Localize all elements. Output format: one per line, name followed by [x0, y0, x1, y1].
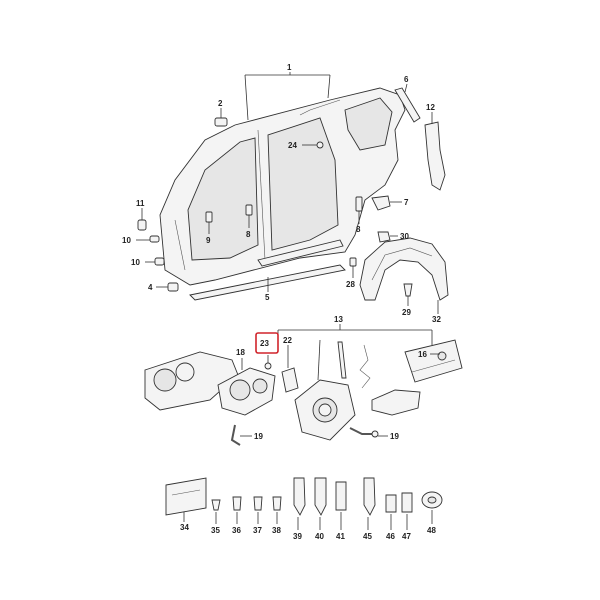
label-35: 35 [211, 526, 220, 535]
label-8b: 8 [356, 225, 361, 234]
label-34: 34 [180, 523, 189, 532]
part-8b-clip [355, 196, 363, 212]
part-30-clip [377, 231, 391, 243]
part-29-clip [403, 283, 413, 297]
part-12-bracket [424, 121, 446, 191]
label-36: 36 [232, 526, 241, 535]
part-28-screw [349, 257, 357, 267]
label-1: 1 [287, 63, 292, 72]
label-28: 28 [346, 280, 355, 289]
part-11-clip [137, 219, 147, 231]
part-22-latch [281, 367, 299, 393]
body-side-panel [159, 87, 406, 286]
label-16: 16 [418, 350, 427, 359]
part-8a-clip [245, 204, 253, 216]
part-36-clip [232, 496, 242, 511]
label-5: 5 [265, 293, 270, 302]
label-41: 41 [336, 532, 345, 541]
part-rod [337, 341, 347, 379]
label-6: 6 [404, 75, 409, 84]
label-29: 29 [402, 308, 411, 317]
leader-13 [277, 324, 433, 345]
part-9-clip [205, 211, 213, 223]
label-11: 11 [136, 199, 145, 208]
part-35-clip [211, 499, 221, 511]
part-37-clip [253, 496, 263, 511]
label-19b: 19 [390, 432, 399, 441]
label-8a: 8 [246, 230, 251, 239]
label-38: 38 [272, 526, 281, 535]
fuel-flap [294, 379, 356, 441]
label-4: 4 [148, 283, 153, 292]
label-9: 9 [206, 236, 211, 245]
part-2-clip [214, 117, 228, 127]
part-48-tape-roll [421, 491, 443, 509]
sill-strip [189, 264, 346, 301]
part-cap-housing [371, 389, 421, 416]
part-24-screw [316, 141, 324, 149]
label-18: 18 [236, 348, 245, 357]
label-47: 47 [402, 532, 411, 541]
part-23-bolt [264, 362, 272, 370]
label-39: 39 [293, 532, 302, 541]
part-16-plate [404, 339, 463, 383]
part-4-clip [167, 282, 179, 292]
label-12: 12 [426, 103, 435, 112]
leader-1 [244, 72, 331, 121]
part-6-strip [394, 87, 421, 123]
label-10b: 10 [131, 258, 140, 267]
fuel-flap-housing [144, 351, 239, 411]
part-10a-clip [149, 235, 160, 243]
label-48: 48 [427, 526, 436, 535]
part-40-connector [314, 477, 327, 516]
part-38-clip [272, 496, 282, 511]
label-32: 32 [432, 315, 441, 324]
part-47-cap [401, 492, 413, 513]
label-45: 45 [363, 532, 372, 541]
label-40: 40 [315, 532, 324, 541]
wheelhouse-liner [359, 237, 449, 301]
label-13: 13 [334, 315, 343, 324]
label-46: 46 [386, 532, 395, 541]
part-spring [359, 344, 371, 389]
label-10a: 10 [122, 236, 131, 245]
part-46-cap [385, 494, 397, 513]
part-18-seal [217, 367, 276, 416]
label-23: 23 [260, 339, 269, 348]
label-24: 24 [288, 141, 297, 150]
label-22: 22 [283, 336, 292, 345]
highlight-box-23 [255, 332, 279, 354]
label-19a: 19 [254, 432, 263, 441]
hose-19a [230, 424, 241, 446]
hose-19b [349, 427, 374, 435]
label-30: 30 [400, 232, 409, 241]
label-2: 2 [218, 99, 223, 108]
part-45-connector [363, 477, 376, 516]
label-7: 7 [404, 198, 409, 207]
part-41-sleeve [335, 481, 347, 511]
label-37: 37 [253, 526, 262, 535]
part-34-sheet [165, 477, 207, 516]
part-39-connector [293, 477, 306, 516]
part-10b-clip [154, 257, 165, 266]
part-7-bracket [371, 195, 391, 211]
